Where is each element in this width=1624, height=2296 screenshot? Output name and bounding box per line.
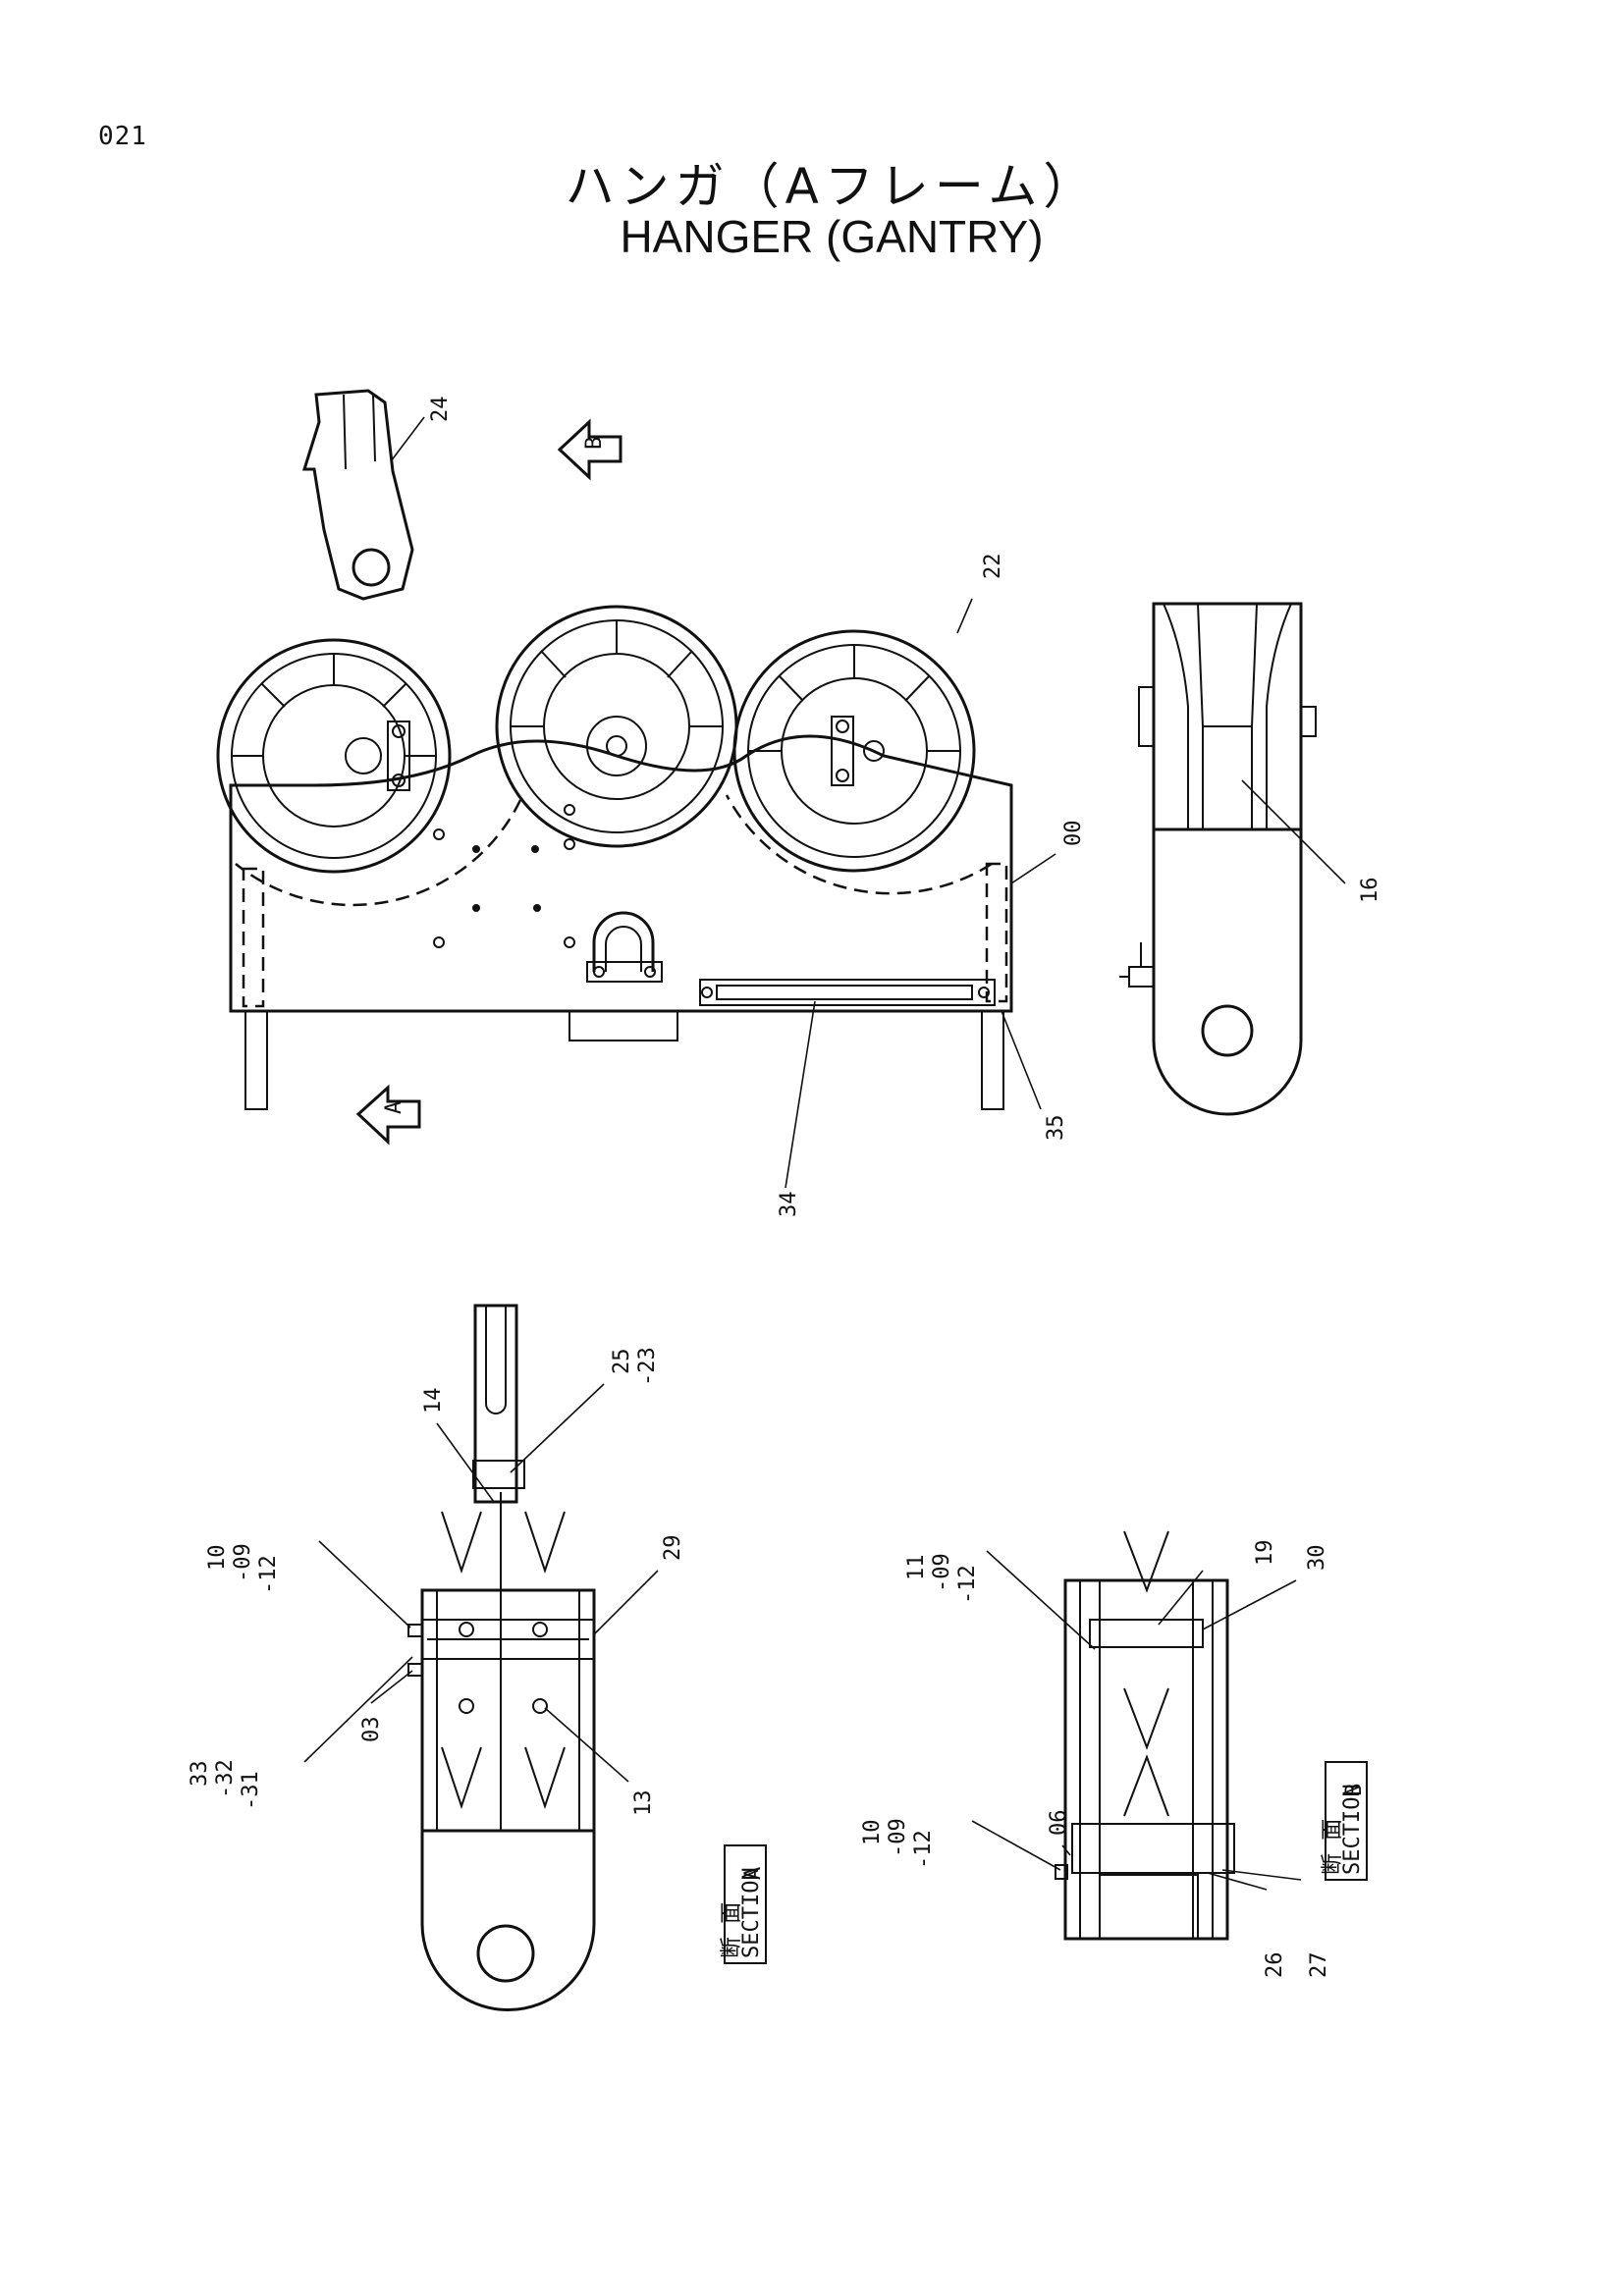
callout-33-32-31: 33-32-31 — [188, 1759, 263, 1810]
callouts: 24 22 00 16 35 34 25-23 14 10-09-12 29 3… — [188, 397, 1382, 1979]
sheave-right — [732, 629, 976, 873]
view-arrow-a-label: A — [382, 1101, 406, 1114]
callout-00: 00 — [1061, 821, 1086, 847]
callout-27: 27 — [1307, 1952, 1331, 1979]
section-b-word: SECTION — [1340, 1784, 1365, 1875]
callout-34: 34 — [777, 1192, 801, 1218]
view-arrow-a: A — [355, 1084, 421, 1146]
title-japanese: ハンガ（Aフレーム） — [565, 158, 1099, 215]
callout-13: 13 — [631, 1790, 656, 1817]
callout-19: 19 — [1253, 1540, 1277, 1567]
callout-14: 14 — [421, 1388, 446, 1415]
callout-10-09-12-b: 10-09-12 — [860, 1818, 936, 1869]
hanger-side-view — [216, 389, 1013, 1110]
callout-16: 16 — [1358, 878, 1382, 904]
section-b-letter: B — [1342, 1784, 1367, 1796]
section-a-word: SECTION — [739, 1867, 764, 1958]
callout-30: 30 — [1305, 1545, 1329, 1572]
callout-03: 03 — [359, 1717, 384, 1743]
section-b-view — [1055, 1530, 1235, 1941]
section-a-letter: A — [741, 1867, 766, 1880]
section-b-kanji: 断 面 — [1321, 1819, 1345, 1875]
leader-lines — [303, 416, 1346, 1891]
section-b-label: 断 面 SECTION B — [1321, 1761, 1368, 1881]
callout-35: 35 — [1044, 1115, 1068, 1142]
callout-10-09-12-a: 10-09-12 — [205, 1543, 281, 1594]
callout-26: 26 — [1263, 1952, 1287, 1979]
hanger-end-view — [1119, 602, 1317, 1116]
callout-25-23: 25-23 — [610, 1347, 660, 1386]
section-a-label: 断 面 SECTION A — [720, 1844, 767, 1964]
sheave-left — [216, 638, 452, 874]
callout-29: 29 — [661, 1535, 685, 1562]
view-arrow-b: B — [557, 418, 623, 481]
title-english: HANGER (GANTRY) — [620, 211, 1044, 262]
page-number: 021 — [98, 122, 147, 151]
callout-22: 22 — [981, 554, 1005, 580]
callout-06: 06 — [1047, 1810, 1071, 1837]
section-a-kanji: 断 面 — [720, 1902, 744, 1958]
callout-11-09-12: 11-09-12 — [904, 1553, 980, 1604]
callout-24: 24 — [428, 397, 453, 423]
view-arrow-b-label: B — [582, 437, 607, 450]
section-a-view — [407, 1304, 596, 2011]
sheave-center — [495, 605, 738, 848]
